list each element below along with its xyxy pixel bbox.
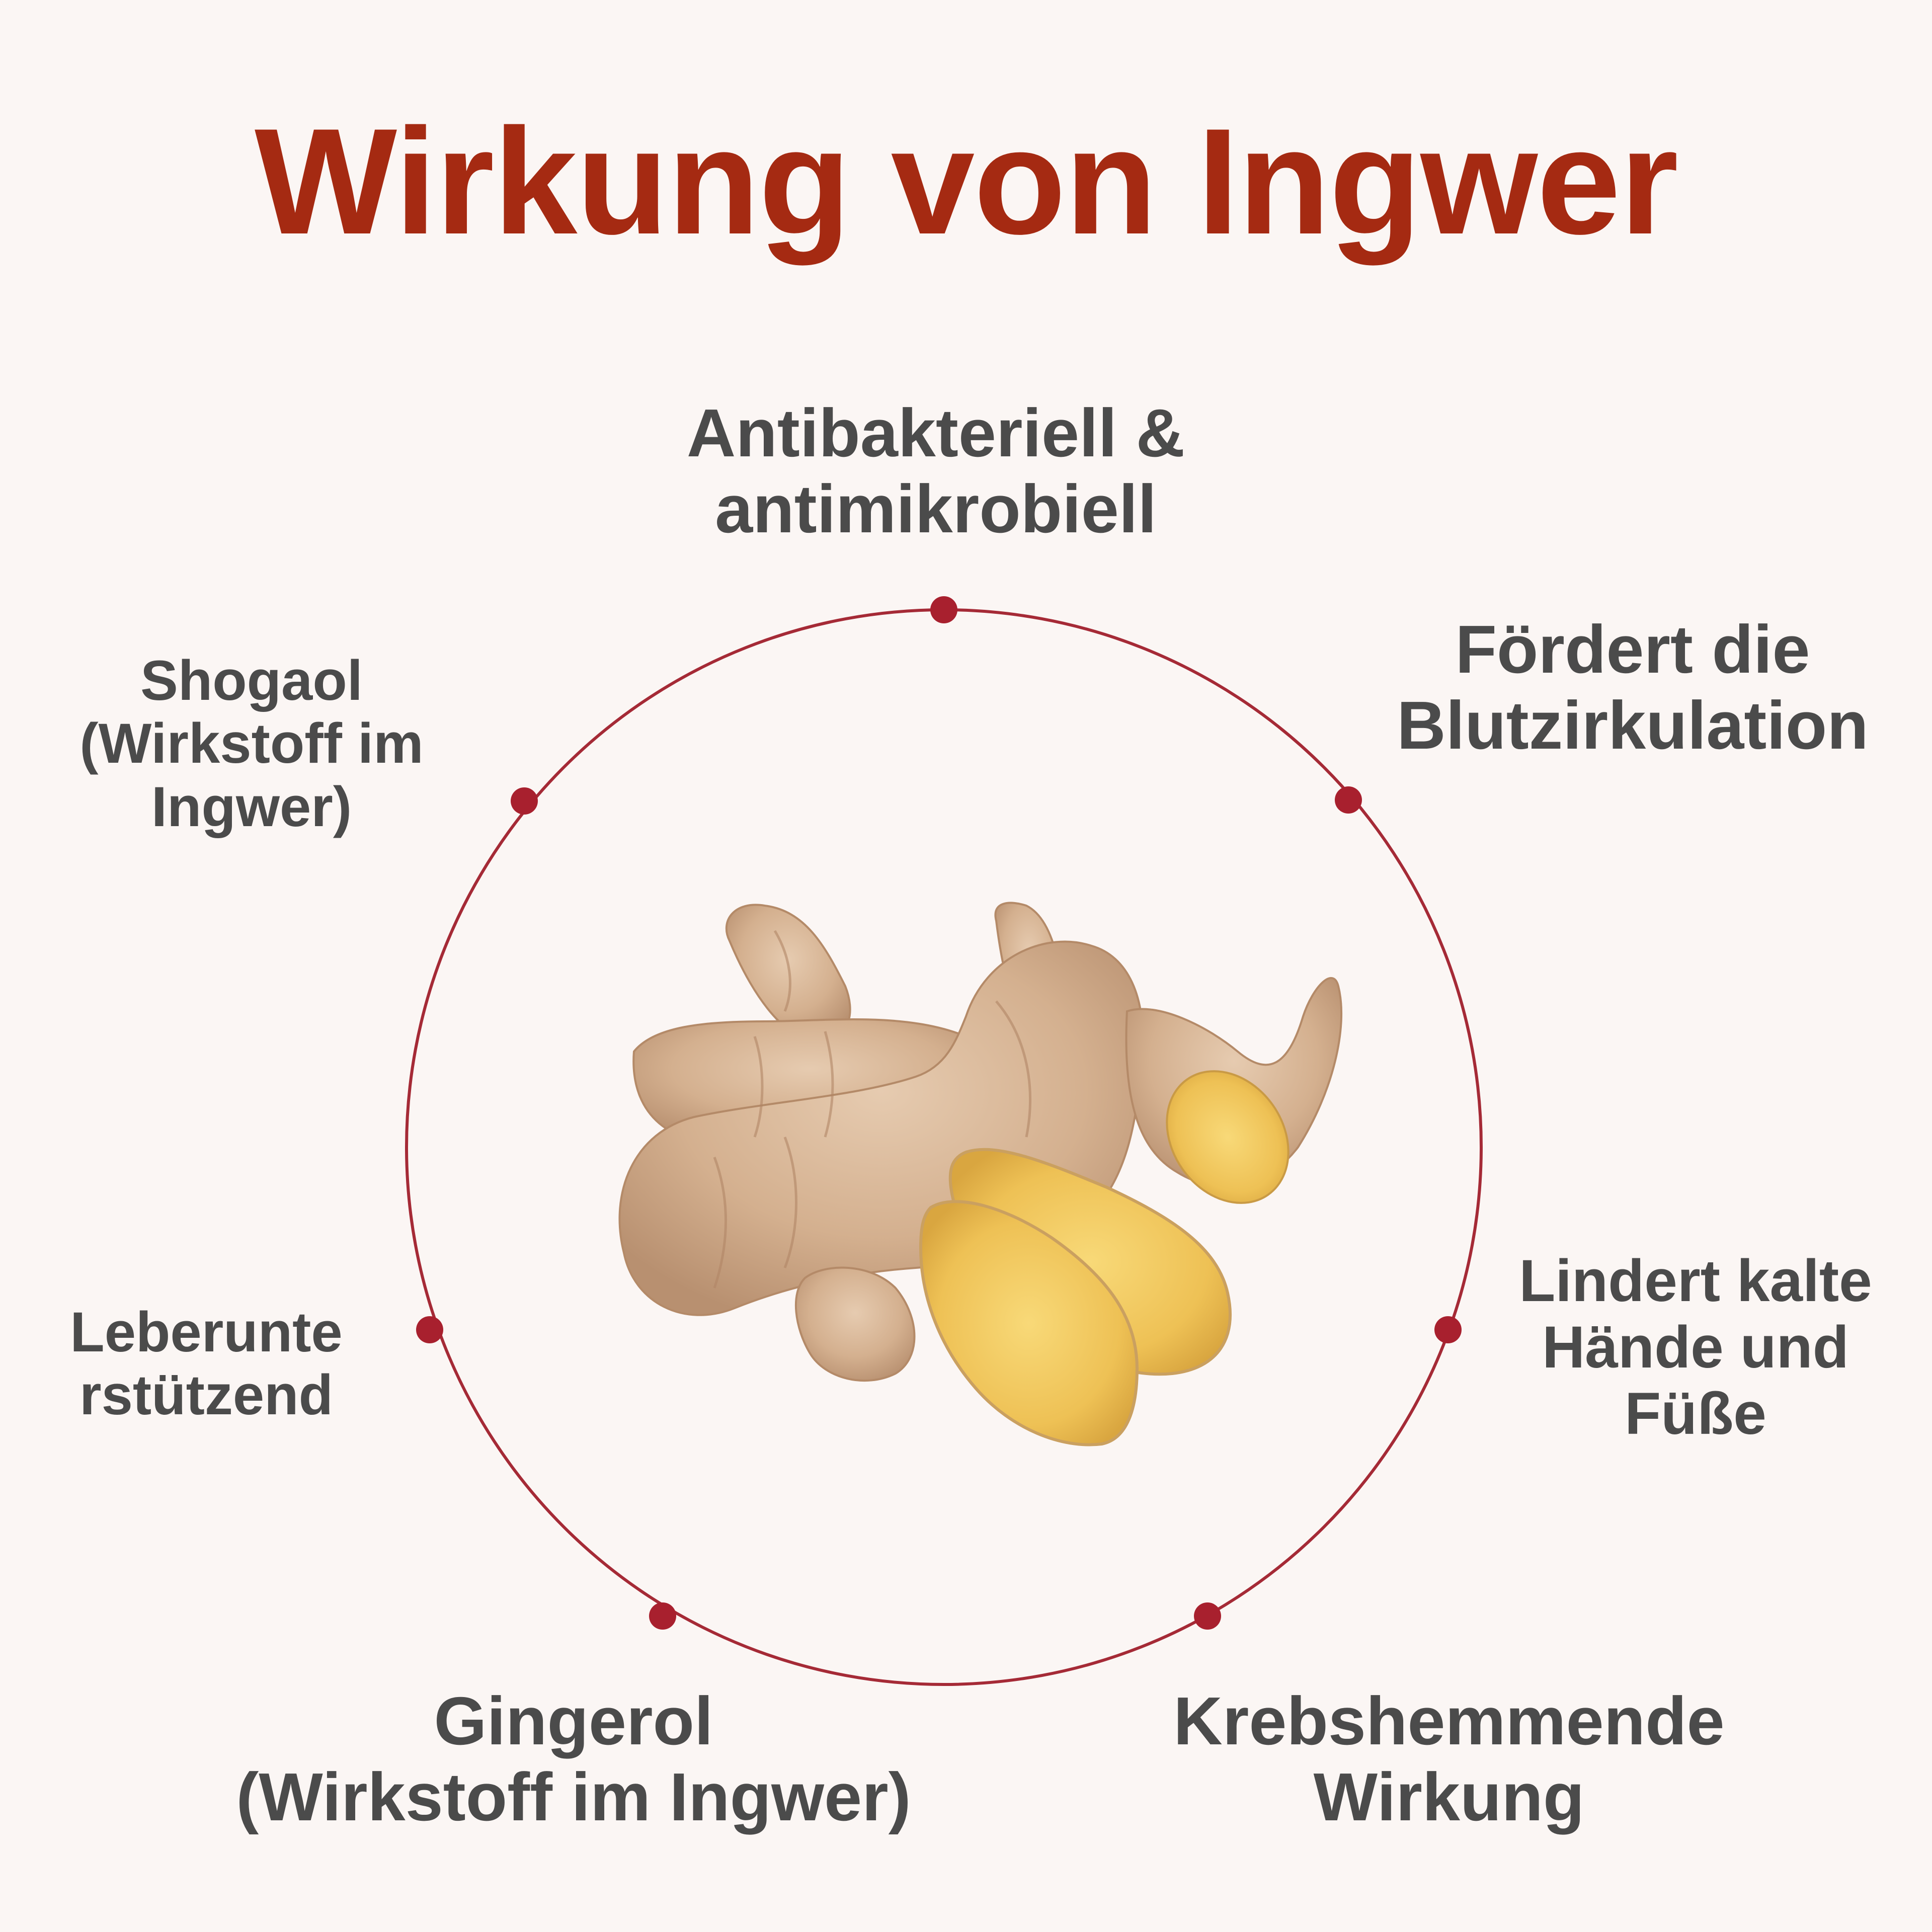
label-liver-support: Leberunte rstützend	[30, 1301, 382, 1427]
label-line: antimikrobiell	[715, 471, 1157, 547]
label-line: Lindert kalte	[1519, 1248, 1872, 1314]
dot-bottom-right	[1194, 1602, 1221, 1630]
label-line: (Wirkstoff im Ingwer)	[236, 1759, 911, 1835]
label-cold-hands-feet: Lindert kalte Hände und Füße	[1469, 1248, 1922, 1447]
label-line: Gingerol	[434, 1683, 713, 1759]
label-line: Krebshemmende	[1173, 1683, 1725, 1759]
label-line: Antibakteriell &	[686, 395, 1185, 471]
label-line: Shogaol	[140, 649, 363, 712]
label-shogaol: Shogaol (Wirkstoff im Ingwer)	[30, 649, 473, 838]
label-line: Hände und	[1542, 1314, 1849, 1381]
dot-right	[1434, 1316, 1462, 1343]
dot-bottom-left	[649, 1602, 676, 1630]
label-line: Füße	[1625, 1381, 1766, 1447]
label-antibacterial: Antibakteriell & antimikrobiell	[584, 395, 1288, 547]
ginger-root-illustration	[618, 902, 1343, 1446]
label-line: Ingwer)	[151, 775, 352, 838]
label-line: rstützend	[79, 1363, 333, 1427]
label-line: Blutzirkulation	[1397, 687, 1869, 764]
label-line: Fördert die	[1455, 611, 1810, 687]
dot-top-right	[1335, 786, 1362, 814]
label-anticancer: Krebshemmende Wirkung	[1097, 1683, 1801, 1835]
label-gingerol: Gingerol (Wirkstoff im Ingwer)	[171, 1683, 976, 1835]
dot-left	[416, 1316, 443, 1343]
label-line: Leberunte	[70, 1301, 343, 1363]
page-title: Wirkung von Ingwer	[254, 97, 1678, 266]
label-blood-circulation: Fördert die Blutzirkulation	[1338, 611, 1927, 763]
label-line: Wirkung	[1313, 1759, 1585, 1835]
label-line: (Wirkstoff im	[79, 712, 424, 775]
dot-top-left	[511, 787, 538, 815]
dot-top	[930, 596, 957, 623]
